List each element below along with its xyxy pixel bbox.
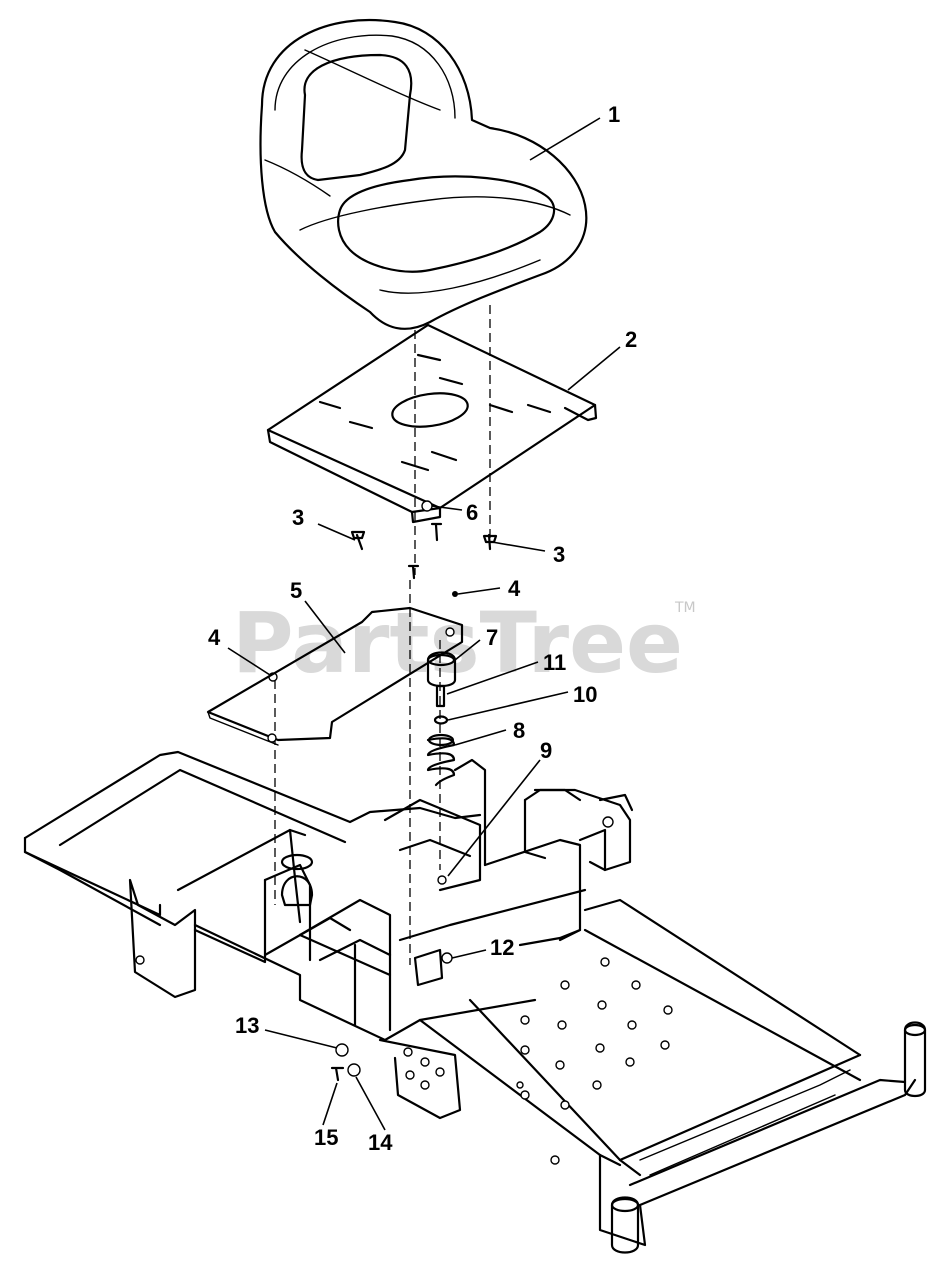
callout-4-left: 4 (208, 625, 221, 650)
callout-7: 7 (486, 625, 498, 650)
callout-3-right: 3 (553, 542, 565, 567)
callout-15: 15 (314, 1125, 338, 1150)
callout-5: 5 (290, 578, 302, 603)
callout-11: 11 (543, 650, 566, 675)
callout-13: 13 (235, 1013, 259, 1038)
seat-plate (266, 323, 598, 524)
callout-1: 1 (608, 102, 620, 127)
callouts: 1 2 3 3 4 4 5 6 7 8 9 10 11 12 13 14 15 (208, 102, 637, 1155)
callout-4-right: 4 (508, 576, 521, 601)
callout-6: 6 (466, 500, 478, 525)
callout-9: 9 (540, 738, 552, 763)
watermark-text: PartsTree (232, 594, 683, 692)
frame-holes (135, 816, 673, 1165)
leader-lines (227, 117, 621, 1131)
small-hardware (330, 952, 453, 1082)
callout-3-left: 3 (292, 505, 304, 530)
callout-10: 10 (573, 682, 597, 707)
seat (259, 18, 588, 330)
callout-8: 8 (513, 718, 525, 743)
watermark: PartsTree TM (232, 594, 696, 692)
watermark-trademark: TM (674, 600, 696, 616)
seat-bracket (206, 606, 464, 746)
callout-12: 12 (490, 935, 514, 960)
callout-14: 14 (368, 1130, 393, 1155)
callout-2: 2 (625, 327, 637, 352)
suspension-parts (426, 651, 457, 885)
mower-frame (23, 750, 927, 1254)
